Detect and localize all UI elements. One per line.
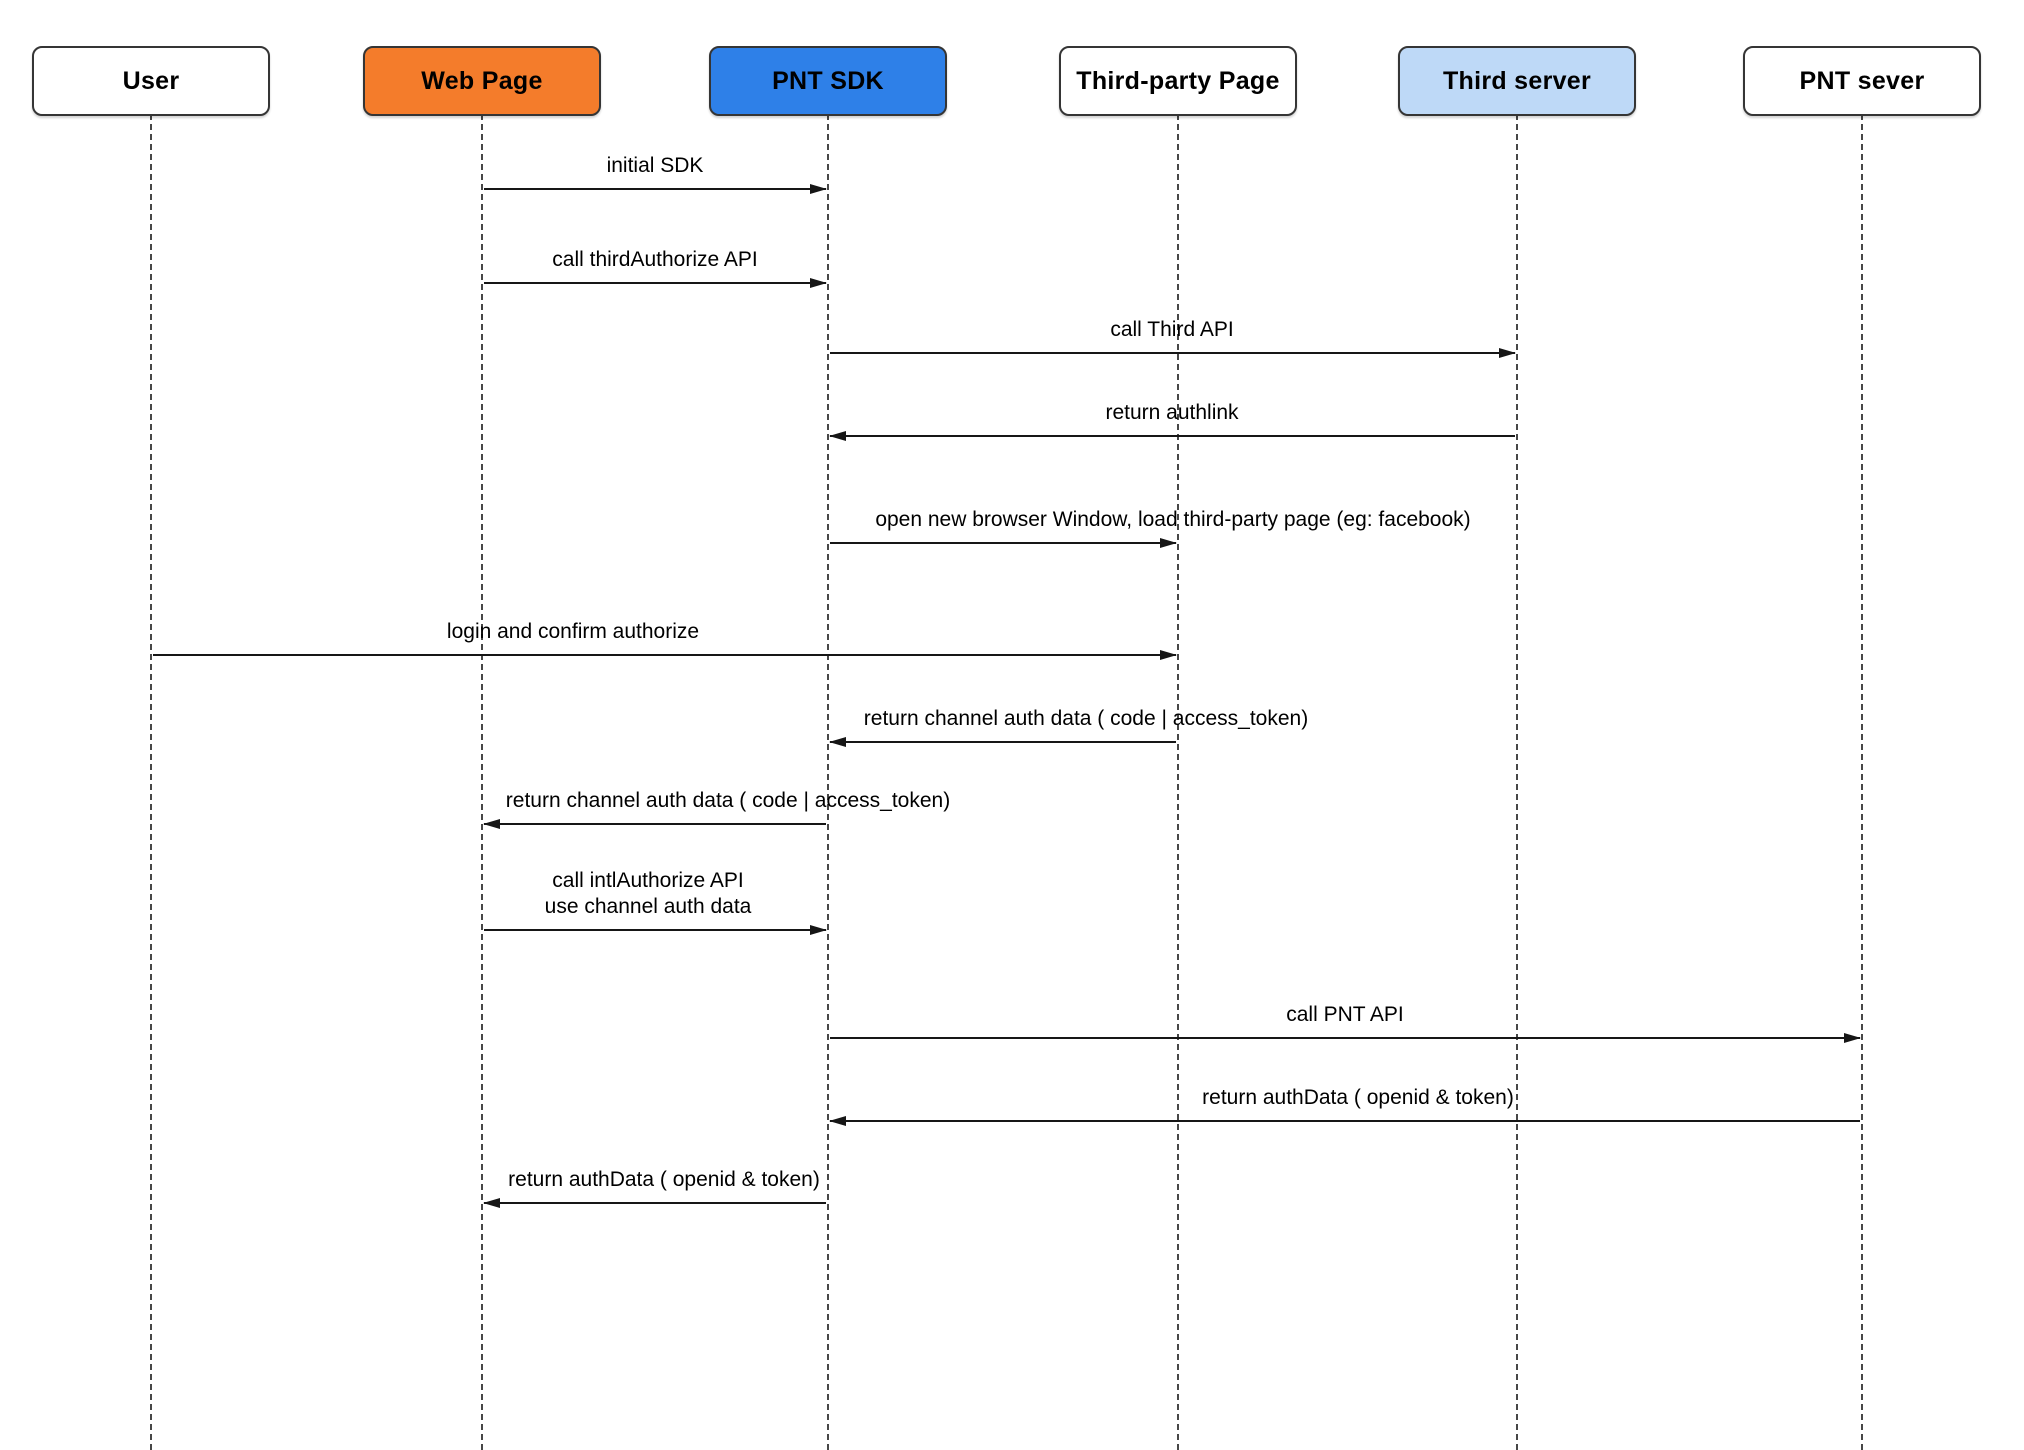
message-line-7 — [484, 823, 826, 825]
message-label-line: open new browser Window, load third-part… — [875, 508, 1471, 531]
message-label-line: call intlAuthorize API — [552, 869, 744, 892]
message-line-2 — [830, 352, 1515, 354]
participant-label-pnt-sdk: PNT SDK — [772, 66, 884, 95]
message-line-1 — [484, 282, 826, 284]
participant-label-third-party-page: Third-party Page — [1076, 66, 1280, 95]
message-line-9 — [830, 1037, 1860, 1039]
participant-box-pnt-sever: PNT sever — [1743, 46, 1981, 116]
arrowhead-right-icon — [1160, 650, 1177, 660]
message-line-10 — [830, 1120, 1860, 1122]
arrowhead-right-icon — [810, 925, 827, 935]
message-label-0: initial SDK — [607, 153, 704, 179]
message-line-4 — [830, 542, 1176, 544]
message-label-line: return channel auth data ( code | access… — [863, 707, 1309, 730]
message-label-9: call PNT API — [1286, 1002, 1404, 1028]
participant-box-user: User — [32, 46, 270, 116]
message-label-10: return authData ( openid & token) — [1202, 1085, 1514, 1111]
message-label-line: call Third API — [1110, 318, 1234, 341]
message-label-4: open new browser Window, load third-part… — [875, 507, 1470, 533]
lifeline-web-page — [481, 114, 483, 1450]
message-line-11 — [484, 1202, 826, 1204]
message-label-line: return authlink — [1105, 401, 1239, 424]
message-label-line: call PNT API — [1286, 1003, 1404, 1026]
arrowhead-right-icon — [810, 184, 827, 194]
message-line-3 — [830, 435, 1515, 437]
arrowhead-right-icon — [1160, 538, 1177, 548]
lifeline-third-party-page — [1177, 114, 1179, 1450]
arrowhead-left-icon — [829, 431, 846, 441]
participant-box-third-party-page: Third-party Page — [1059, 46, 1297, 116]
message-label-2: call Third API — [1110, 317, 1233, 343]
lifeline-third-server — [1516, 114, 1518, 1450]
message-label-line: login and confirm authorize — [446, 620, 700, 643]
participant-box-third-server: Third server — [1398, 46, 1636, 116]
message-line-8 — [484, 929, 826, 931]
message-label-line: return channel auth data ( code | access… — [505, 789, 951, 812]
message-label-8: call intlAuthorize API use channel auth d… — [545, 868, 752, 920]
message-label-3: return authlink — [1105, 400, 1238, 426]
participant-box-pnt-sdk: PNT SDK — [709, 46, 947, 116]
participant-label-user: User — [122, 66, 180, 95]
message-line-5 — [153, 654, 1176, 656]
message-label-line: return authData ( openid & token) — [508, 1168, 820, 1191]
message-label-5: login and confirm authorize — [447, 619, 699, 645]
participant-label-web-page: Web Page — [421, 66, 543, 95]
message-label-line: use channel auth data — [544, 895, 752, 918]
message-label-7: return channel auth data ( code | access… — [506, 788, 950, 814]
message-label-1: call thirdAuthorize API — [552, 247, 757, 273]
arrowhead-right-icon — [1499, 348, 1516, 358]
message-label-line: initial SDK — [606, 154, 704, 177]
message-label-line: call thirdAuthorize API — [552, 248, 758, 271]
participant-label-third-server: Third server — [1442, 66, 1592, 95]
arrowhead-left-icon — [483, 819, 500, 829]
lifeline-pnt-sever — [1861, 114, 1863, 1450]
arrowhead-right-icon — [1844, 1033, 1861, 1043]
arrowhead-right-icon — [810, 278, 827, 288]
message-line-6 — [830, 741, 1176, 743]
arrowhead-left-icon — [829, 737, 846, 747]
message-label-line: return authData ( openid & token) — [1202, 1086, 1514, 1109]
arrowhead-left-icon — [483, 1198, 500, 1208]
lifeline-pnt-sdk — [827, 114, 829, 1450]
lifeline-user — [150, 114, 152, 1450]
message-line-0 — [484, 188, 826, 190]
message-label-11: return authData ( openid & token) — [508, 1167, 820, 1193]
participant-label-pnt-sever: PNT sever — [1799, 66, 1925, 95]
message-label-6: return channel auth data ( code | access… — [864, 706, 1308, 732]
arrowhead-left-icon — [829, 1116, 846, 1126]
participant-box-web-page: Web Page — [363, 46, 601, 116]
